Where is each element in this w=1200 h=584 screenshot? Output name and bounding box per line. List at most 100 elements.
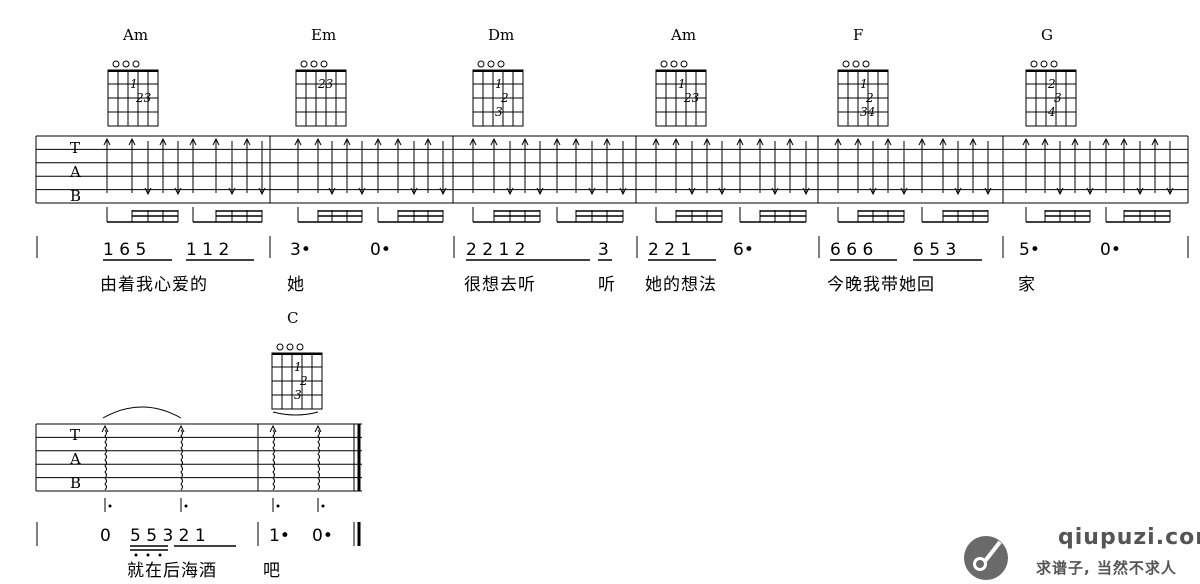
tie-arc <box>272 411 319 416</box>
chord-c-finger: 3 <box>294 388 302 402</box>
arpeggio-stroke <box>104 429 107 491</box>
strum-arrow-head <box>174 187 182 196</box>
jianpu-notes: 0• <box>312 526 333 546</box>
strum-arrow-head <box>918 137 926 146</box>
arpeggio-head <box>101 424 109 433</box>
chord-am-open-marker <box>122 60 130 68</box>
chord-em-open-marker <box>320 60 328 68</box>
strum-arrow-head <box>1102 137 1110 146</box>
chord-em-open-marker <box>310 60 318 68</box>
chord-am-finger: 23 <box>683 91 700 105</box>
strum-arrow-head <box>1022 137 1030 146</box>
strum-arrow-head <box>343 137 351 146</box>
strum-arrow-head <box>736 137 744 146</box>
strum-arrow-head <box>553 137 561 146</box>
chord-c-name: C <box>287 309 298 327</box>
chord-dm-open-marker <box>487 60 495 68</box>
chord-em-name: Em <box>311 26 336 44</box>
chord-g-finger: 2 <box>1047 77 1056 91</box>
chord-am-open-marker <box>670 60 678 68</box>
jianpu-notes: 0• <box>1100 240 1121 260</box>
strum-arrow-head <box>969 137 977 146</box>
strum-arrow-head <box>1041 137 1049 146</box>
strum-arrow-head <box>128 137 136 146</box>
lyric-line: 家 <box>1018 275 1036 295</box>
tab-letter-a: A <box>69 450 81 468</box>
arpeggio-head <box>269 424 277 433</box>
strum-arrow-head <box>1086 187 1094 196</box>
chord-dm-open-marker <box>497 60 505 68</box>
strum-arrow-head <box>506 187 514 196</box>
strum-arrow-head <box>703 137 711 146</box>
strum-arrow-head <box>688 187 696 196</box>
chord-dm-finger: 1 <box>495 77 503 91</box>
strum-arrow-head <box>439 187 447 196</box>
chord-g-open-marker <box>1030 60 1038 68</box>
strum-arrow-head <box>652 137 660 146</box>
strum-arrow-head <box>103 137 111 146</box>
chord-g-name: G <box>1041 26 1053 44</box>
strum-arrow-head <box>802 187 810 196</box>
watermark-slogan: 求谱子, 当然不求人 <box>1036 559 1177 577</box>
strum-arrow-head <box>786 137 794 146</box>
chord-em-finger: 23 <box>317 77 334 91</box>
jianpu-notes: 5• <box>1019 240 1040 260</box>
strum-arrow-head <box>1166 187 1174 196</box>
chord-am-open-marker <box>132 60 140 68</box>
arpeggio-stroke <box>180 429 183 491</box>
strum-arrow-head <box>521 137 529 146</box>
chord-em-open-marker <box>300 60 308 68</box>
chord-c-finger: 1 <box>294 360 302 374</box>
jianpu-notes: 3• <box>290 240 311 260</box>
lyric-line: 她 <box>287 275 305 295</box>
jianpu-notes: 2 2 1 2 <box>466 240 525 260</box>
chord-f-name: F <box>853 26 863 44</box>
strum-arrow-head <box>619 187 627 196</box>
guitar-logo-icon <box>964 536 1008 580</box>
chord-dm-open-marker <box>477 60 485 68</box>
strum-arrow-head <box>243 137 251 146</box>
arpeggio-head <box>177 424 185 433</box>
strum-arrow-head <box>884 137 892 146</box>
chord-f-finger: 1 <box>860 77 868 91</box>
lyric-line: 很想去听 <box>464 275 536 295</box>
chord-f-open-marker <box>842 60 850 68</box>
strum-arrow-head <box>954 187 962 196</box>
lyric-line: 吧 <box>263 561 281 581</box>
watermark-site: qiupuzi.com <box>1058 525 1200 550</box>
lyric-line: 今晚我带她回 <box>827 275 935 295</box>
strum-arrow-head <box>328 187 336 196</box>
chord-c-finger: 2 <box>299 374 308 388</box>
chord-f-open-marker <box>862 60 870 68</box>
chord-am-name: Am <box>122 26 148 44</box>
chord-dm-name: Dm <box>488 26 514 44</box>
chord-am-open-marker <box>680 60 688 68</box>
chord-dm-finger: 2 <box>500 91 509 105</box>
jianpu-notes: 5 5 3 2 1 <box>130 526 206 546</box>
strum-arrow-head <box>984 187 992 196</box>
tab-letter-t: T <box>70 139 80 157</box>
strum-arrow-head <box>294 137 302 146</box>
chord-am-finger: 1 <box>678 77 686 91</box>
strum-arrow-head <box>1151 137 1159 146</box>
lyric-line: 听 <box>598 275 616 295</box>
strum-arrow-head <box>1120 137 1128 146</box>
strum-arrow-head <box>854 137 862 146</box>
strum-arrow-head <box>228 187 236 196</box>
lyric-line: 就在后海酒 <box>127 561 217 581</box>
strum-arrow-head <box>490 137 498 146</box>
lyric-line: 她的想法 <box>645 275 717 295</box>
strum-arrow-head <box>718 187 726 196</box>
strum-arrow-head <box>374 137 382 146</box>
chord-f-finger: 2 <box>865 91 874 105</box>
tie-arc <box>102 406 182 419</box>
jianpu-notes: 0 <box>100 526 111 546</box>
jianpu-notes: 2 2 1 <box>648 240 691 260</box>
strum-arrow-head <box>834 137 842 146</box>
jianpu-notes: 3 <box>598 240 609 260</box>
chord-f-open-marker <box>852 60 860 68</box>
chord-am-finger: 1 <box>130 77 138 91</box>
jianpu-notes: 0• <box>370 240 391 260</box>
strum-arrow-head <box>672 137 680 146</box>
